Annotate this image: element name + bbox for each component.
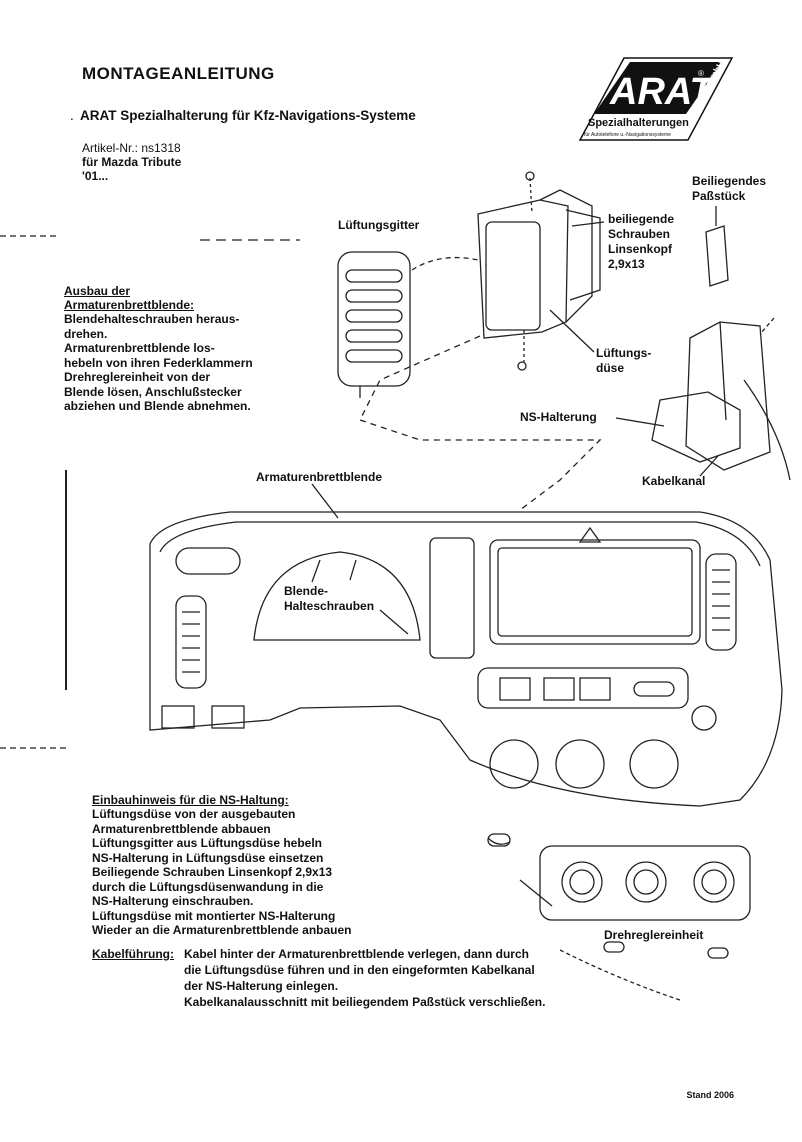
arat-logo: ARAT ® GmbH Spezialhalterungen für Autot… [578,57,734,141]
dashboard-panel-drawing [149,511,783,807]
removal-step: drehen. [64,326,108,341]
cable-routing-line: der NS-Halterung einlegen. [184,979,339,993]
logo-registered: ® [698,69,704,78]
article-info: Artikel-Nr.: ns1318 für Mazda Tribute '0… [82,141,181,183]
installation-step: NS-Halterung in Lüftungsdüse einsetzen [92,850,324,865]
document-date: Stand 2006 [686,1090,734,1100]
logo-tagline-small: für Autotelefone u.-Navigationssysteme [584,132,671,138]
vent-nozzle-drawing [477,171,601,371]
label-kabelkanal: Kabelkanal [642,474,706,488]
vent-grille-drawing [337,251,411,398]
cable-routing-instructions: Kabelführung: Kabel hinter der Armaturen… [92,946,612,1009]
installation-step: Lüftungsdüse von der ausgebauten [92,807,296,821]
installation-step: Armaturenbrettblende abbauen [92,821,271,836]
document-title: MONTAGEANLEITUNG [82,64,275,83]
cable-routing-line: die Lüftungsdüse führen und in den einge… [184,963,535,977]
label-drehreglereinheit: Drehreglereinheit [604,928,704,942]
label-blende-line2: Halteschrauben [284,599,375,613]
label-lueftungsgitter: Lüftungsgitter [338,218,420,232]
installation-step: Lüftungsdüse mit montierter NS-Halterung [92,908,336,923]
label-passstueck-line1: Beiliegendes [692,174,767,188]
removal-step: Blende lösen, Anschlußstecker [64,384,242,399]
label-lueftungsduese-line2: düse [596,361,625,375]
installation-step: Lüftungsgitter aus Lüftungsdüse hebeln [92,836,322,850]
label-ns-halterung: NS-Halterung [520,410,597,424]
bullet-dot: . [70,108,74,123]
article-number: Artikel-Nr.: ns1318 [82,141,181,155]
cable-routing-label: Kabelführung: [92,947,174,961]
knob-unit-drawing [487,833,751,959]
removal-step: Blendehalteschrauben heraus- [64,312,240,326]
logo-brand: ARAT [609,71,716,113]
cable-routing-line: Kabelkanalausschnitt mit beiliegendem Pa… [184,995,546,1009]
label-lueftungsduese-line1: Lüftungs- [596,346,652,360]
logo-tagline: Spezialhalterungen [588,117,689,129]
removal-heading-line1: Ausbau der [64,284,131,298]
installation-step: Beiliegende Schrauben Linsenkopf 2,9x13 [92,865,333,879]
label-lueftungsduese: Lüftungs- düse [596,346,651,376]
label-passstueck-line2: Paßstück [692,189,746,203]
installation-step: NS-Halterung einschrauben. [92,894,254,908]
document-subtitle: ARAT Spezialhalterung für Kfz-Navigation… [80,108,416,123]
installation-heading: Einbauhinweis für die NS-Haltung: [92,793,289,807]
installation-instructions: Einbauhinweis für die NS-Haltung: Lüftun… [92,793,512,938]
label-armaturenbrettblende: Armaturenbrettblende [256,470,383,484]
label-blende-line1: Blende- [284,584,329,598]
cable-routing-line: Kabel hinter der Armaturenbrettblende ve… [184,947,529,961]
installation-step: Wieder an die Armaturenbrettblende anbau… [92,923,352,937]
label-schrauben: beiliegende Schrauben Linsenkopf 2,9x13 [608,212,674,272]
vehicle-year: '01... [82,169,109,183]
fitting-piece-drawing [705,206,729,287]
removal-step: Armaturenbrettblende los- [64,341,215,355]
label-schrauben-line3: Linsenkopf [608,242,673,256]
removal-step: Drehreglereinheit von der [64,370,211,384]
label-passstueck: Beiliegendes Paßstück [692,174,766,204]
installation-step: durch die Lüftungsdüsenwandung in die [92,879,324,894]
label-blende-halteschrauben: Blende- Halteschrauben [284,584,374,614]
label-schrauben-line4: 2,9x13 [608,257,645,271]
removal-instructions: Ausbau der Armaturenbrettblende: Blendeh… [64,284,304,414]
vehicle-model: für Mazda Tribute [82,155,182,169]
label-schrauben-line1: beiliegende [608,212,675,226]
removal-step: abziehen und Blende abnehmen. [64,399,251,413]
label-schrauben-line2: Schrauben [608,227,671,241]
ns-bracket-drawing [651,317,791,481]
removal-heading-line2: Armaturenbrettblende: [64,298,195,312]
removal-step: hebeln von ihren Federklammern [64,355,253,370]
